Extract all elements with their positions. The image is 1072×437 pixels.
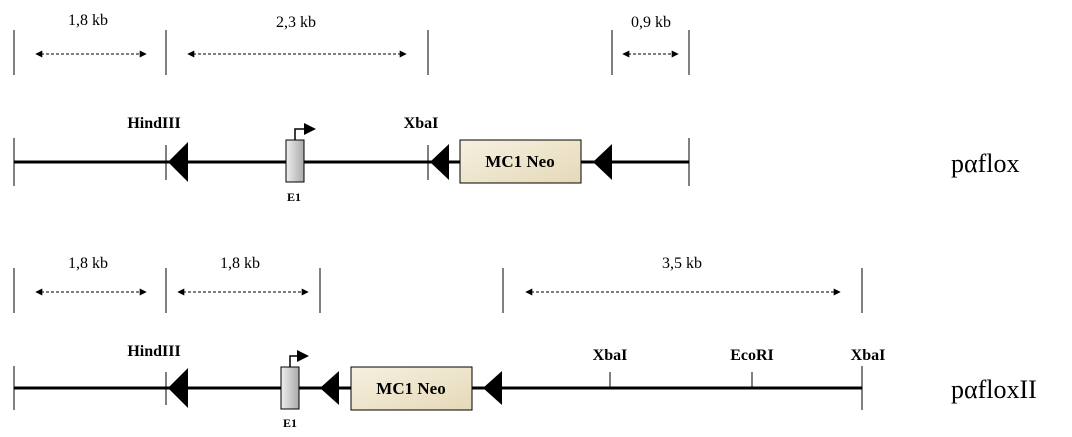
exon-label: E1 (283, 416, 297, 430)
exon-e1-box (285, 139, 305, 183)
distance-label: 0,9 kb (631, 14, 671, 31)
distance-label: 3,5 kb (662, 255, 702, 272)
promoter-arrowhead (304, 123, 316, 135)
cassette-label: MC1 Neo (376, 379, 445, 398)
loxp-site-triangle (483, 371, 502, 405)
promoter-arrow-icon (289, 355, 298, 367)
exon-e1-box (280, 366, 300, 410)
construct-name: pαfloxII (951, 375, 1037, 404)
restriction-site-label: XbaI (851, 347, 886, 364)
loxp-site-triangle (430, 144, 449, 180)
restriction-site-label: XbaI (593, 347, 628, 364)
restriction-site-label: HindIII (127, 115, 180, 132)
loxp-site-triangle (168, 142, 188, 182)
construct-2-distance-scale: 1,8 kb 1,8 kb 3,5 kb (13, 255, 863, 313)
distance-label: 1,8 kb (220, 255, 260, 272)
restriction-site-label: EcoRI (730, 347, 774, 364)
mc1-neo-cassette (459, 139, 582, 184)
construct-1-distance-scale: 1,8 kb 2,3 kb 0,9 kb (13, 12, 690, 75)
exon-label: E1 (287, 190, 301, 204)
mc1-neo-cassette (350, 366, 473, 411)
restriction-site-label: XbaI (404, 115, 439, 132)
construct-2: 1,8 kb 1,8 kb 3,5 kb E1 MC1 Neo HindIII … (13, 255, 1037, 430)
construct-1: 1,8 kb 2,3 kb 0,9 kb E1 MC1 Neo HindIII … (13, 12, 1020, 204)
loxp-site-triangle (320, 371, 339, 405)
loxp-site-triangle (593, 144, 612, 180)
promoter-arrow-icon (294, 128, 305, 140)
distance-label: 2,3 kb (276, 14, 316, 31)
distance-label: 1,8 kb (68, 12, 108, 29)
promoter-arrowhead (297, 350, 309, 362)
restriction-site-label: HindIII (127, 343, 180, 360)
loxp-site-triangle (168, 368, 188, 408)
cassette-label: MC1 Neo (485, 152, 554, 171)
construct-name: pαflox (951, 149, 1020, 178)
distance-label: 1,8 kb (68, 255, 108, 272)
